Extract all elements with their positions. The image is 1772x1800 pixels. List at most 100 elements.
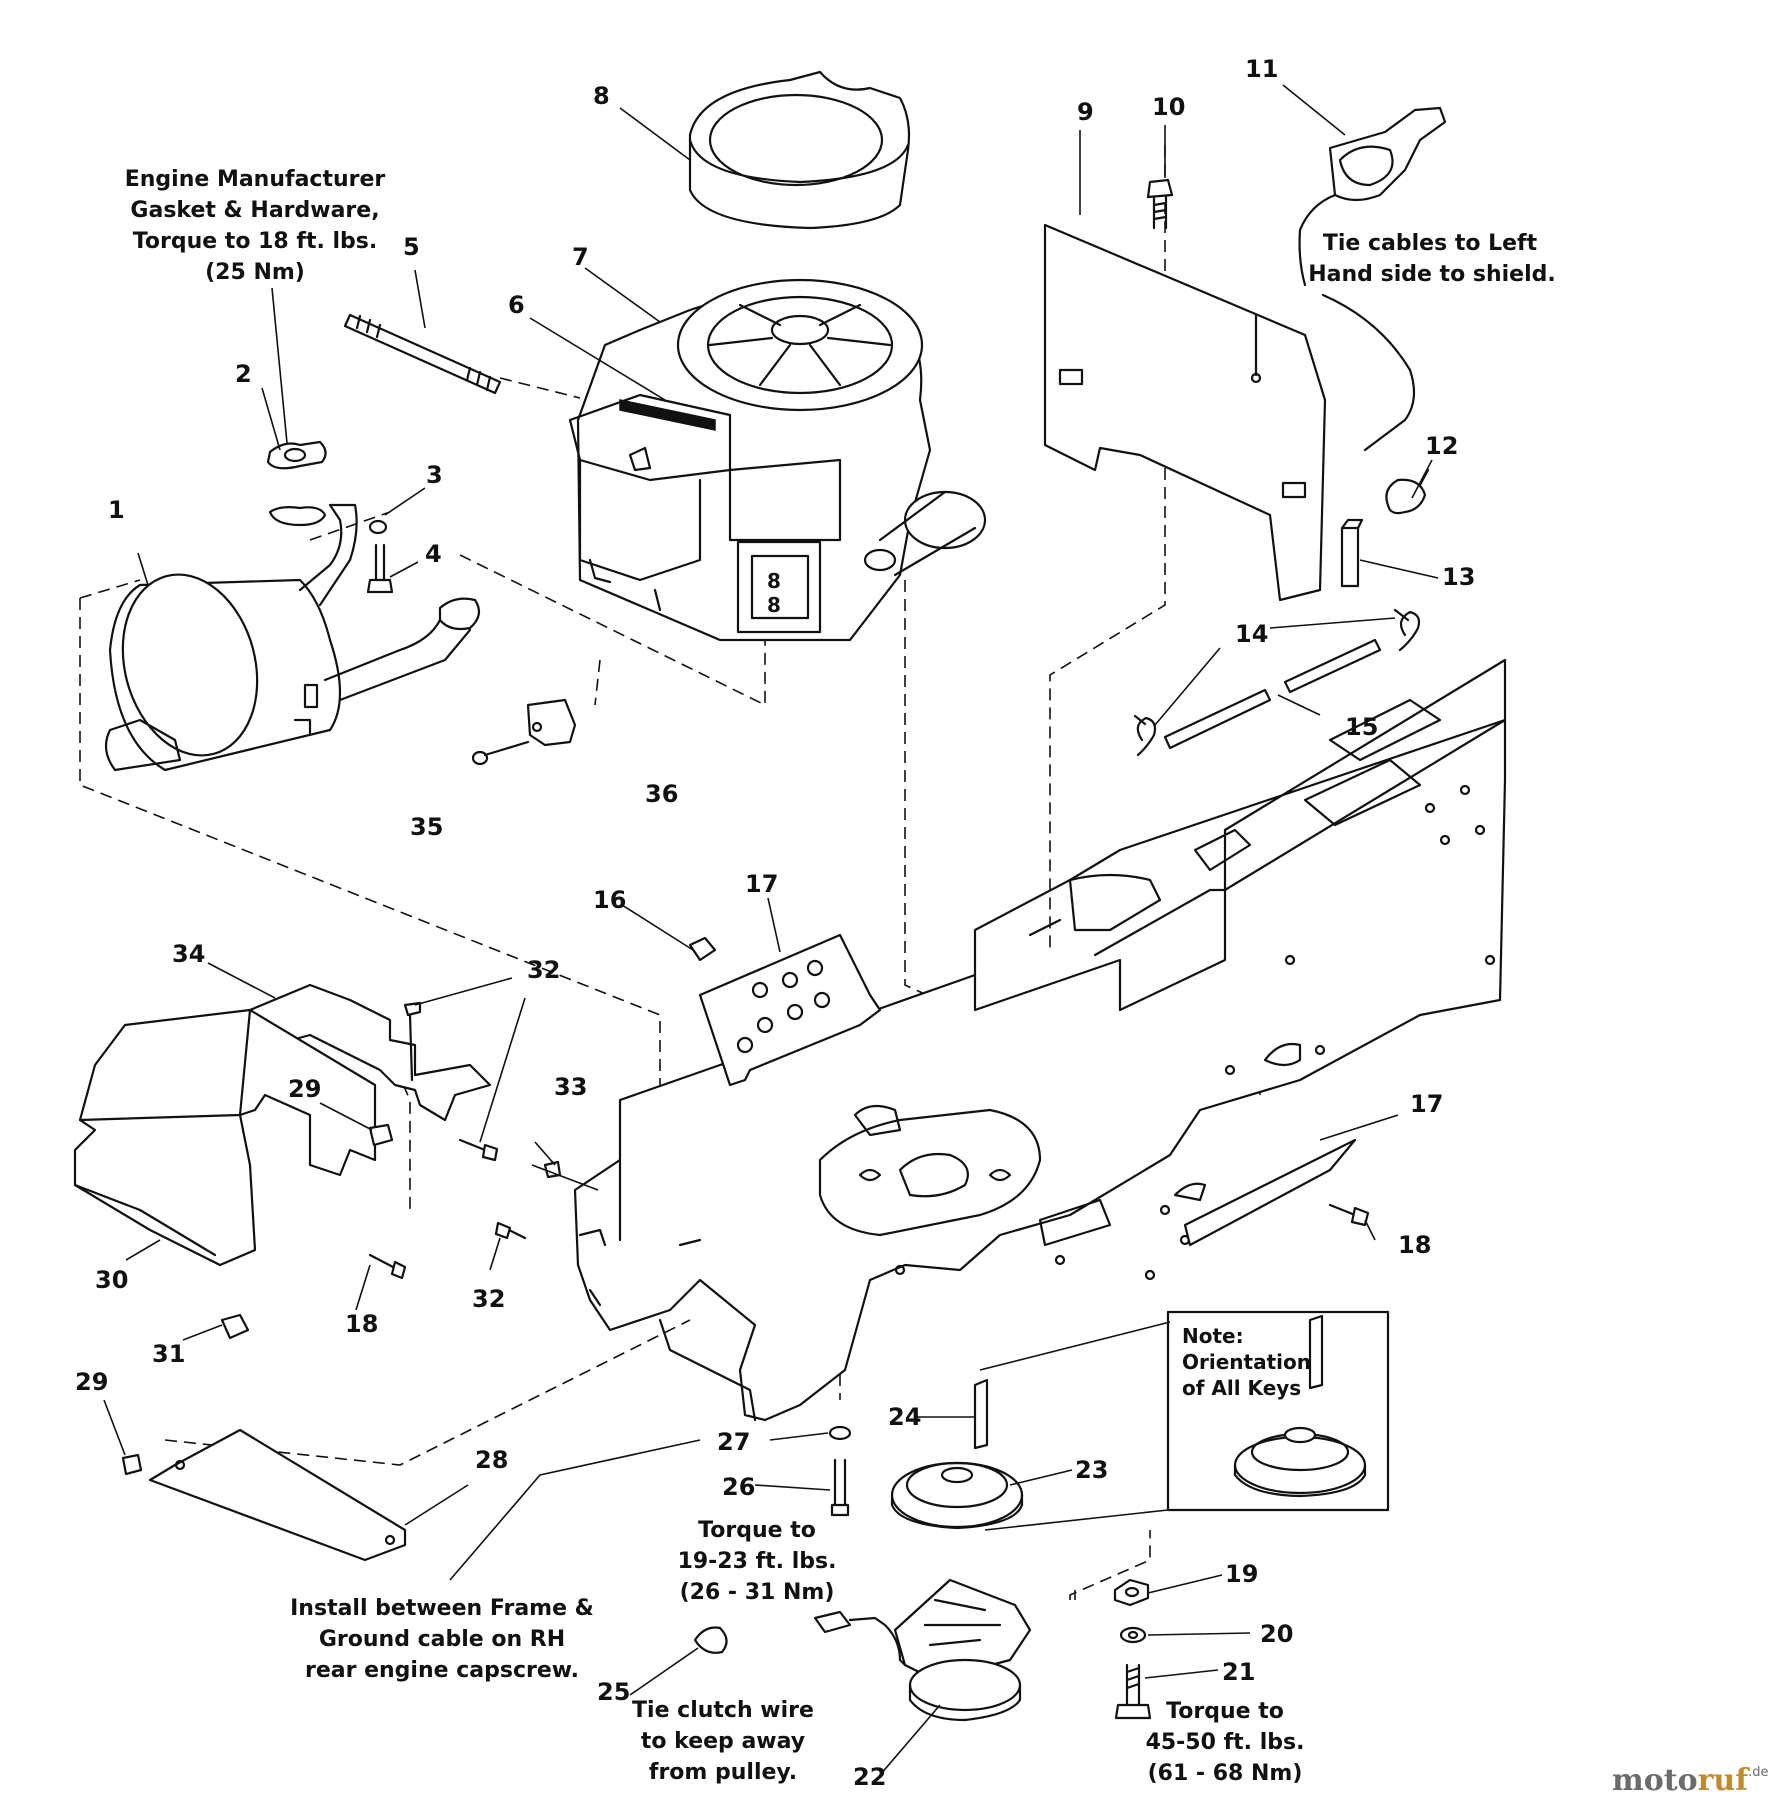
callout-3: 3 [426,461,443,489]
callout-13: 13 [1442,563,1475,591]
note-engine-gasket-line3: Torque to 18 ft. lbs. [133,229,377,254]
bolt-32-top [403,1001,422,1082]
callout-26: 26 [722,1473,755,1501]
callout-numbers: 1 2 3 4 5 6 7 8 9 10 11 12 13 14 15 16 1… [75,55,1475,1791]
heat-shield [1043,223,1327,602]
note-engine-gasket-line1: Engine Manufacturer [125,167,386,192]
callout-12: 12 [1425,432,1458,460]
callout-16: 16 [593,886,626,914]
note-torque-26-line1: Torque to [698,1518,816,1543]
note-tie-clutch-line3: from pulley. [649,1760,797,1785]
callout-34: 34 [172,940,205,968]
key-orientation-box [1166,1310,1390,1512]
muffler [104,503,481,772]
watermark-suffix: .de [1748,1765,1768,1780]
bolt-18-left [368,1253,407,1280]
screw-35 [471,740,530,766]
callout-22: 22 [853,1763,886,1791]
callout-8: 8 [593,82,610,110]
callout-32-top: 32 [527,956,560,984]
cable-clamp-25 [693,1626,728,1654]
callout-17-left: 17 [745,870,778,898]
note-torque-26-line2: 19-23 ft. lbs. [678,1549,837,1574]
callout-25: 25 [597,1678,630,1706]
callout-24: 24 [888,1403,921,1431]
callout-32-lower: 32 [472,1285,505,1313]
washer-20 [1119,1626,1147,1644]
note-ground-cable-line3: rear engine capscrew. [305,1658,579,1683]
note-tie-clutch: Tie clutch wire to keep away from pulley… [632,1698,814,1785]
callout-6: 6 [508,291,525,319]
note-tie-clutch-line1: Tie clutch wire [632,1698,814,1723]
nut-29-bottom [121,1453,143,1476]
nut-31 [220,1313,250,1340]
note-keys-line1: Note: [1182,1324,1244,1348]
callout-18-right: 18 [1398,1231,1431,1259]
callout-1: 1 [108,496,125,524]
callout-29-bottom: 29 [75,1368,108,1396]
callout-35: 35 [410,813,443,841]
svg-text:8: 8 [767,569,781,593]
callout-31: 31 [152,1340,185,1368]
tubing-15 [1163,638,1382,750]
svg-text:motoruf.de: motoruf.de [1612,1763,1769,1798]
note-keys: Note: Orientation of All Keys [1182,1324,1311,1400]
shield-34 [248,983,492,1122]
note-ground-cable: Install between Frame & Ground cable on … [290,1596,594,1683]
electric-clutch [813,1578,1032,1722]
note-torque-21: Torque to 45-50 ft. lbs. (61 - 68 Nm) [1146,1699,1305,1786]
pulley-23 [890,1461,1024,1530]
stud-bolt [343,313,502,395]
lock-washer-27 [828,1425,852,1441]
callout-10: 10 [1152,93,1185,121]
note-torque-26-line3: (26 - 31 Nm) [680,1580,835,1605]
callout-23: 23 [1075,1456,1108,1484]
cable-clamp-12 [1385,468,1430,515]
air-cleaner-cover [688,70,911,230]
callout-28: 28 [475,1446,508,1474]
bolt-32-lower [494,1221,527,1240]
svg-text:8: 8 [767,593,781,617]
watermark-part1: moto [1612,1763,1698,1798]
callout-11: 11 [1245,55,1278,83]
callout-18-left: 18 [345,1310,378,1338]
nut-19 [1113,1578,1150,1607]
callout-14: 14 [1235,620,1268,648]
note-torque-21-line2: 45-50 ft. lbs. [1146,1730,1305,1755]
engine: 8 8 [568,278,987,642]
callout-2: 2 [235,360,252,388]
cable-ties-14 [1133,608,1421,757]
callout-33: 33 [554,1073,587,1101]
gasket [266,440,327,470]
leader-lines [103,84,1439,1776]
cover-30 [73,1008,377,1267]
washer-and-bolt [366,519,394,594]
bolt-32-side [458,1138,499,1162]
note-torque-21-line1: Torque to [1166,1699,1284,1724]
note-keys-line2: Orientation [1182,1350,1311,1374]
callout-7: 7 [572,243,589,271]
bolt-18-right [1328,1203,1370,1227]
callout-36: 36 [645,780,678,808]
callout-9: 9 [1077,98,1094,126]
note-ground-cable-line1: Install between Frame & [290,1596,594,1621]
callout-30: 30 [95,1266,128,1294]
plate-17-right [1183,1138,1357,1247]
callout-19: 19 [1225,1560,1258,1588]
callout-17-right: 17 [1410,1090,1443,1118]
plate-28 [148,1428,407,1562]
bolt-21 [1114,1663,1152,1720]
rubber-stop-13 [1340,518,1364,588]
frame [573,658,1507,1422]
clip-16 [688,936,717,962]
bolt-26 [830,1458,850,1517]
note-engine-gasket-line2: Gasket & Hardware, [130,198,379,223]
callout-15: 15 [1345,713,1378,741]
callout-27: 27 [717,1428,750,1456]
note-tie-cables-line2: Hand side to shield. [1308,262,1555,287]
note-tie-cables: Tie cables to Left Hand side to shield. [1308,231,1555,287]
note-ground-cable-line2: Ground cable on RH [319,1627,565,1652]
key-24 [973,1378,989,1450]
note-engine-gasket-line4: (25 Nm) [205,260,305,285]
